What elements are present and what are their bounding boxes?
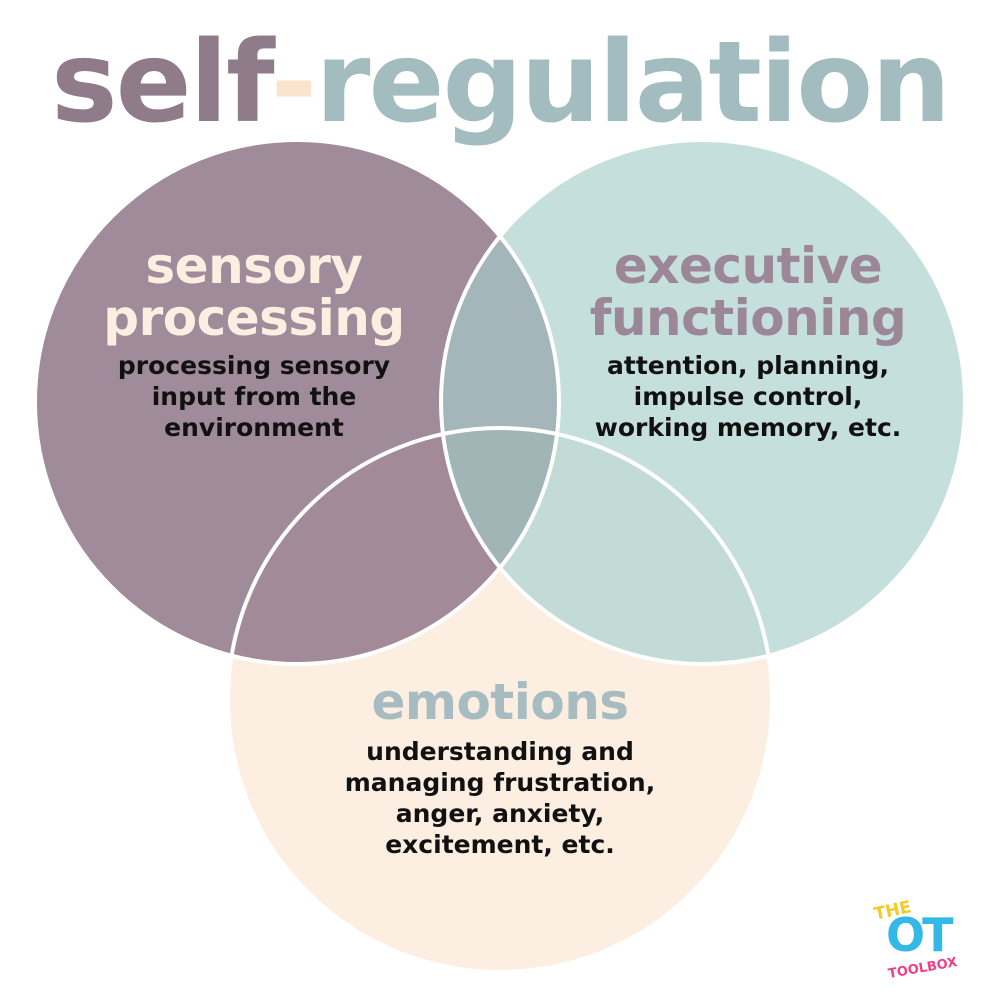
sensory-processing-description: processing sensory input from the enviro… [84, 350, 424, 443]
ot-toolbox-logo: THE OT TOOLBOX [866, 897, 962, 988]
overlap-sensory-emotions [228, 428, 559, 664]
sensory-heading-line1: sensory [145, 237, 363, 295]
sensory-heading-line2: processing [103, 289, 405, 347]
executive-desc-line2: impulse control, [633, 382, 863, 411]
executive-desc-line3: working memory, etc. [594, 413, 902, 442]
page-title: self-regulation [0, 18, 1000, 148]
emotions-heading: emotions [371, 673, 629, 731]
emotions-description: understanding and managing frustration, … [310, 736, 690, 860]
sensory-processing-heading: sensory processing [84, 240, 424, 344]
emotions-desc-line2: managing frustration, [344, 768, 656, 797]
emotions-circle-outline [226, 426, 774, 974]
overlap-executive-emotions [441, 428, 772, 664]
executive-heading-line2: functioning [589, 289, 907, 347]
emotions-desc-line1: understanding and [366, 737, 634, 766]
logo-ot-text: OT [886, 908, 954, 962]
executive-heading-line1: executive [613, 237, 883, 295]
sensory-desc-line3: environment [164, 413, 344, 442]
title-dash: - [270, 18, 318, 148]
executive-desc-line1: attention, planning, [607, 351, 889, 380]
emotions-desc-line4: excitement, etc. [385, 830, 615, 859]
executive-functioning-heading: executive functioning [578, 240, 918, 344]
title-self: self [51, 18, 273, 148]
sensory-desc-line1: processing sensory [117, 351, 391, 380]
executive-circle-outline [439, 138, 967, 666]
sensory-circle-outline [33, 138, 561, 666]
emotions-desc-line3: anger, anxiety, [395, 799, 605, 828]
title-regulation: regulation [315, 18, 951, 148]
sensory-desc-line2: input from the [151, 382, 357, 411]
executive-functioning-description: attention, planning, impulse control, wo… [568, 350, 928, 443]
